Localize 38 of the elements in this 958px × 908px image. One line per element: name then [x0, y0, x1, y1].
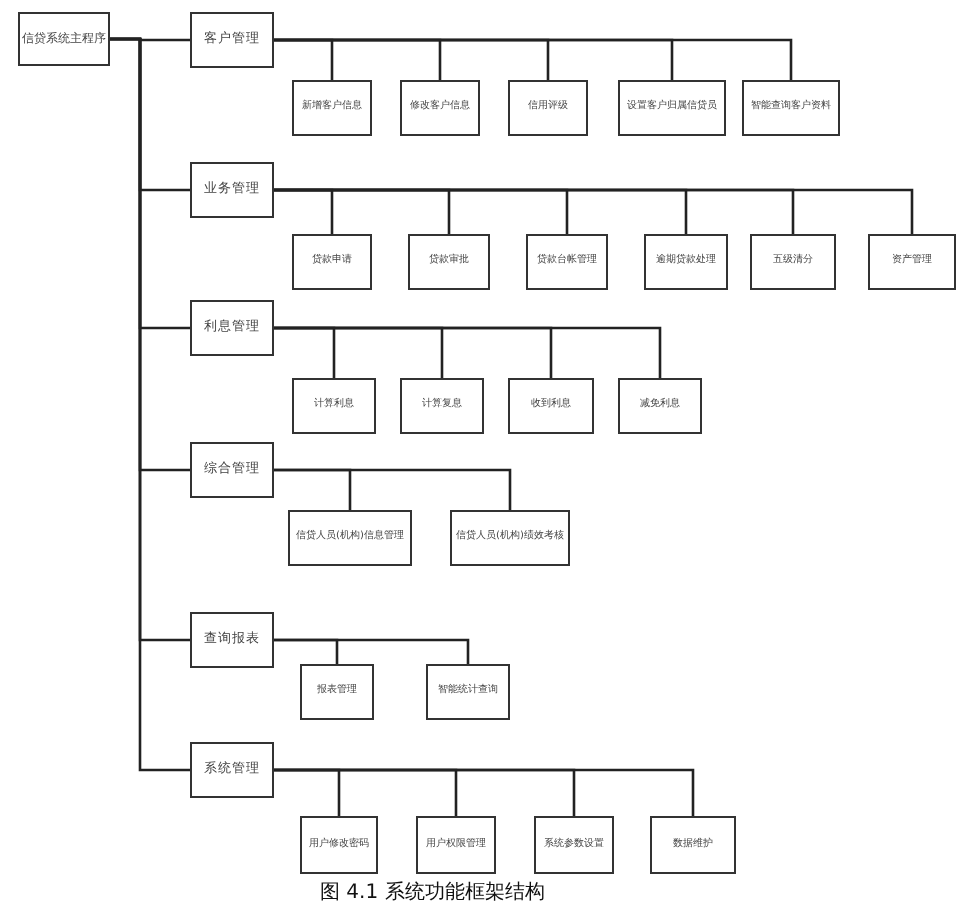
connector-line	[274, 188, 914, 234]
process-box	[508, 378, 594, 434]
process-box	[18, 12, 110, 66]
process-box	[750, 234, 836, 290]
process-box	[618, 378, 702, 434]
figure-caption: 图 4.1 系统功能框架结构	[320, 879, 545, 906]
process-box	[190, 442, 274, 498]
connector-line	[274, 38, 793, 80]
connector-line	[110, 37, 190, 772]
process-box	[190, 300, 274, 356]
process-box	[300, 664, 374, 720]
connector-line	[274, 768, 695, 816]
connector-line	[274, 326, 662, 378]
process-box	[300, 816, 378, 874]
process-box	[618, 80, 726, 136]
process-box	[644, 234, 728, 290]
process-box	[292, 378, 376, 434]
process-box	[190, 742, 274, 798]
process-box	[416, 816, 496, 874]
process-box	[190, 162, 274, 218]
process-box	[400, 80, 480, 136]
connector-line	[274, 468, 512, 510]
process-box	[526, 234, 608, 290]
process-box	[868, 234, 956, 290]
process-box	[400, 378, 484, 434]
process-box	[450, 510, 570, 566]
process-box	[288, 510, 412, 566]
process-box	[190, 612, 274, 668]
process-box	[650, 816, 736, 874]
process-box	[292, 80, 372, 136]
process-box	[426, 664, 510, 720]
connector-line	[274, 638, 470, 664]
process-box	[534, 816, 614, 874]
process-box	[408, 234, 490, 290]
process-box	[508, 80, 588, 136]
process-box	[292, 234, 372, 290]
process-box	[190, 12, 274, 68]
process-box	[742, 80, 840, 136]
